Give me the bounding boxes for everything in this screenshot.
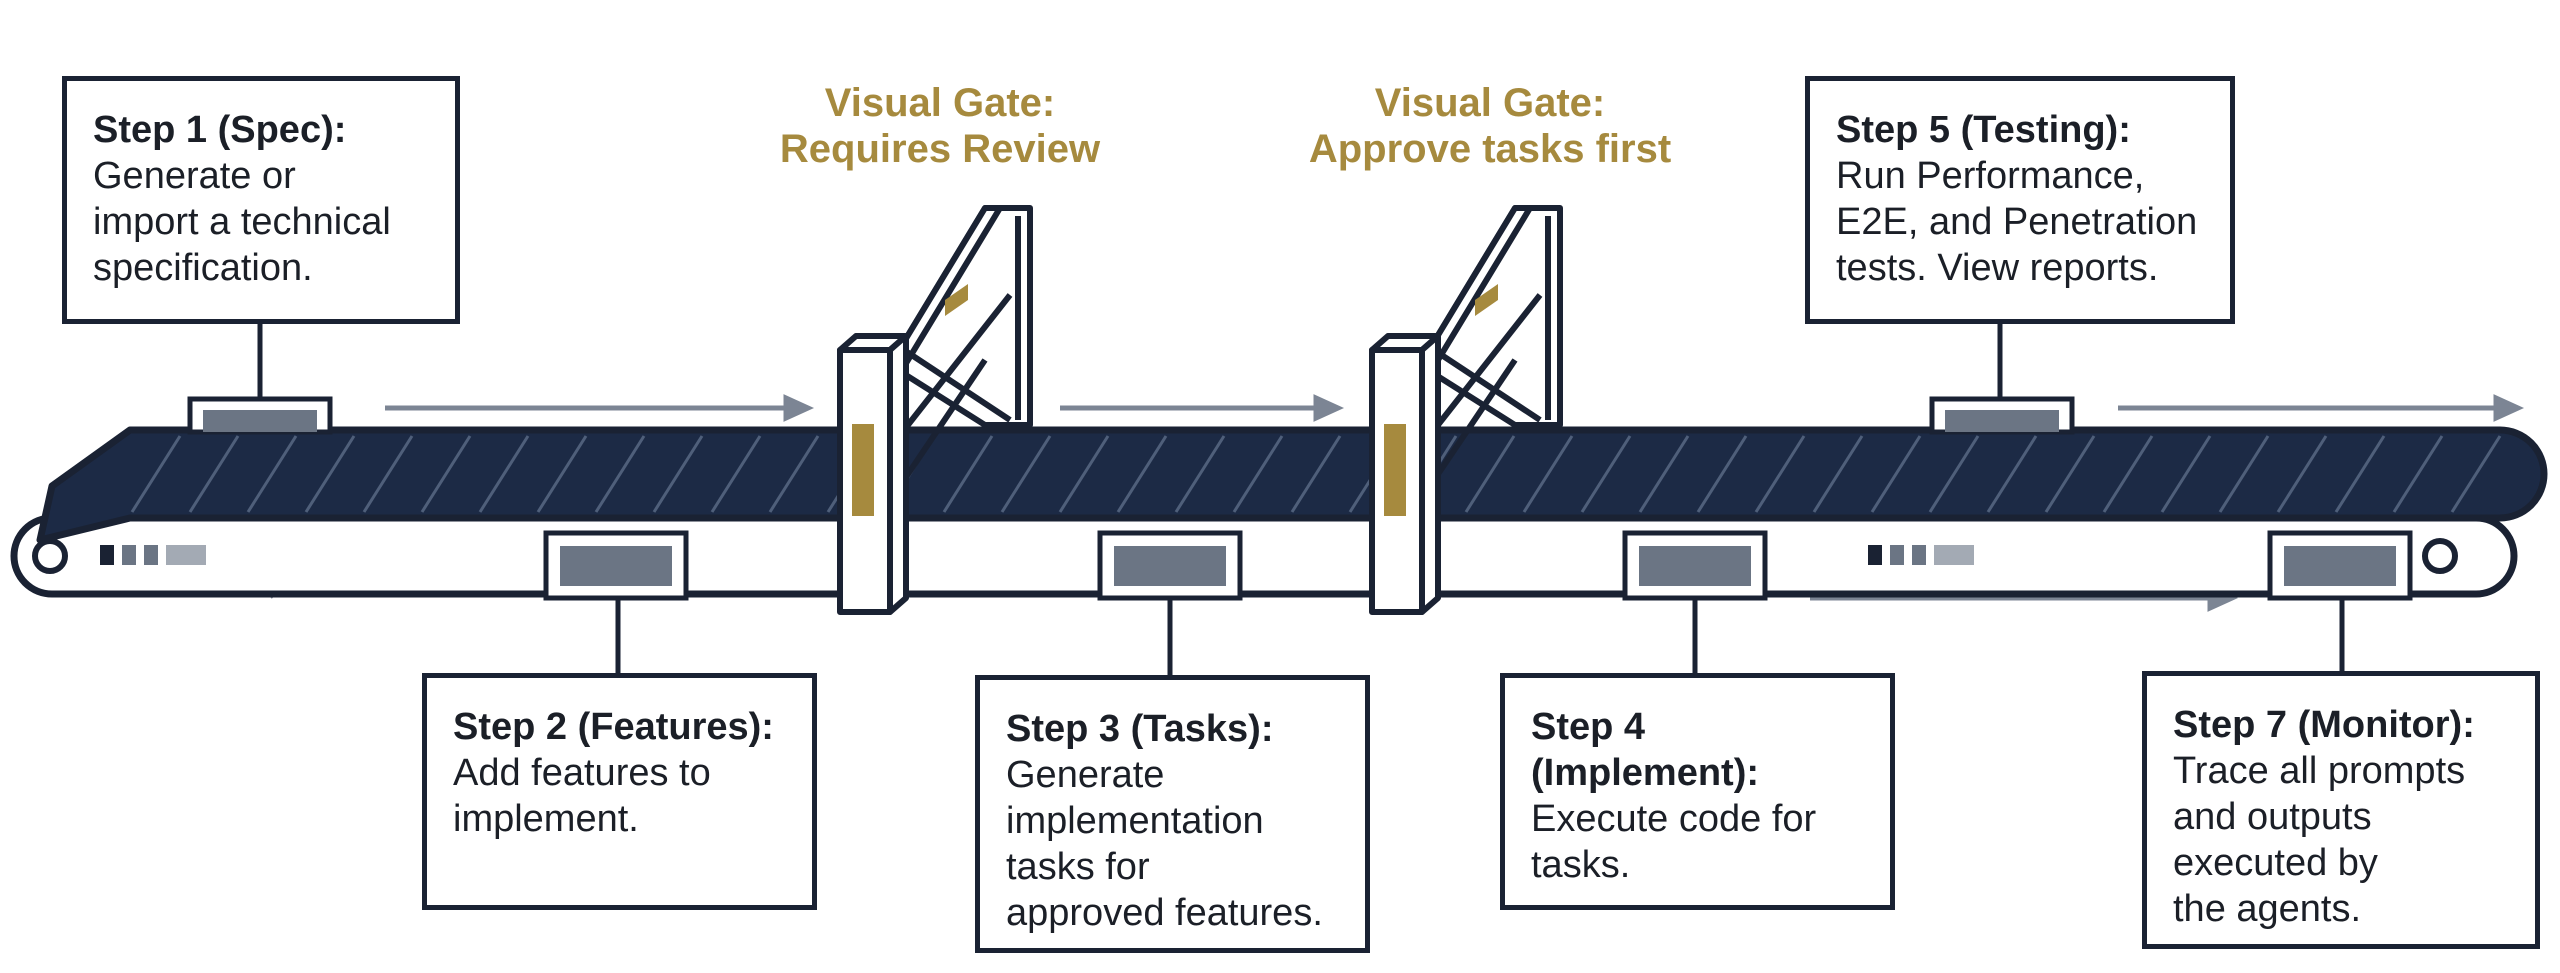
belt-slat (1290, 435, 1342, 513)
belt-slat (1812, 435, 1864, 513)
left-roller (32, 538, 68, 574)
conveyor-belt (36, 426, 2548, 544)
belt-slat (1116, 435, 1168, 513)
connector-lines (257, 320, 2345, 678)
belt-slat (1754, 435, 1806, 513)
package-top-1 (187, 396, 333, 435)
belt-slat (1058, 435, 1110, 513)
belt-indicator-left (100, 545, 206, 565)
belt-slat (420, 435, 472, 513)
belt-slat (1928, 435, 1980, 513)
step-7-body: Trace all prompts and outputs executed b… (2173, 750, 2466, 930)
right-roller (2422, 538, 2458, 574)
visual-gate-1 (837, 205, 1033, 615)
belt-slat (710, 435, 762, 513)
gate-label-1-line2: Requires Review (779, 127, 1101, 171)
belt-slat (2218, 435, 2270, 513)
step-5-title: Step 5 (Testing): (1836, 109, 2131, 151)
belt-slat (652, 435, 704, 513)
belt-slat (942, 435, 994, 513)
step-4-body: Execute code for tasks. (1531, 798, 1817, 886)
belt-slat (594, 435, 646, 513)
step-3-title: Step 3 (Tasks): (1006, 708, 1274, 750)
belt-slat (1232, 435, 1284, 513)
belt-indicator-right (1868, 545, 1974, 565)
belt-slat (2392, 435, 2444, 513)
gate-label-2-line1: Visual Gate: (1374, 81, 1606, 125)
step-2-body: Add features to implement. (453, 752, 711, 840)
belt-slat (1870, 435, 1922, 513)
visual-gate-2 (1369, 205, 1563, 615)
belt-slat (768, 435, 820, 513)
belt-slat (188, 435, 240, 513)
belt-slat (1522, 435, 1574, 513)
belt-slat (304, 435, 356, 513)
flow-arrow-2 (1060, 394, 1345, 422)
conveyor (10, 426, 2548, 598)
belt-slat (1464, 435, 1516, 513)
gate-label-1-line1: Visual Gate: (824, 81, 1056, 125)
package-top-5 (1929, 396, 2075, 435)
step-1-body: Generate or import a technical specifica… (93, 155, 391, 289)
packages (187, 396, 2413, 601)
step-7-title: Step 7 (Monitor): (2173, 704, 2475, 746)
gate-label-2: Visual Gate: Approve tasks first (1260, 80, 1720, 172)
belt-slat (2044, 435, 2096, 513)
step-3-body: Generate implementation tasks for approv… (1006, 754, 1323, 934)
gate-label-1: Visual Gate: Requires Review (710, 80, 1170, 172)
belt-slat (1638, 435, 1690, 513)
step-2-box: Step 2 (Features): Add features to imple… (422, 673, 817, 910)
package-bottom-3 (1097, 530, 1243, 601)
step-3-box: Step 3 (Tasks): Generate implementation … (975, 675, 1370, 953)
step-7-box: Step 7 (Monitor): Trace all prompts and … (2142, 671, 2540, 949)
step-5-box: Step 5 (Testing): Run Performance, E2E, … (1805, 76, 2235, 324)
package-bottom-7 (2267, 530, 2413, 601)
belt-slat (2450, 435, 2502, 513)
step-4-title: Step 4 (Implement): (1531, 706, 1759, 794)
flow-arrow-1 (385, 394, 815, 422)
gate-label-2-line2: Approve tasks first (1308, 127, 1672, 171)
belt-slat (478, 435, 530, 513)
step-1-box: Step 1 (Spec): Generate or import a tech… (62, 76, 460, 324)
flow-arrow-3 (2118, 394, 2525, 422)
step-4-box: Step 4 (Implement): Execute code for tas… (1500, 673, 1895, 910)
belt-slat (1000, 435, 1052, 513)
belt-slat (246, 435, 298, 513)
belt-slat (362, 435, 414, 513)
step-1-title: Step 1 (Spec): (93, 109, 347, 151)
belt-slat (1580, 435, 1632, 513)
belt-slat (2102, 435, 2154, 513)
step-2-title: Step 2 (Features): (453, 706, 774, 748)
belt-slat (2160, 435, 2212, 513)
belt-slat (1986, 435, 2038, 513)
belt-slat (536, 435, 588, 513)
belt-slat (2334, 435, 2386, 513)
conveyor-frame (10, 514, 2518, 598)
belt-slat (1696, 435, 1748, 513)
belt-slat (1174, 435, 1226, 513)
step-5-body: Run Performance, E2E, and Penetration te… (1836, 155, 2198, 289)
belt-slat (2276, 435, 2328, 513)
belt-slat (130, 435, 182, 513)
package-bottom-2 (543, 530, 689, 601)
package-bottom-4 (1622, 530, 1768, 601)
